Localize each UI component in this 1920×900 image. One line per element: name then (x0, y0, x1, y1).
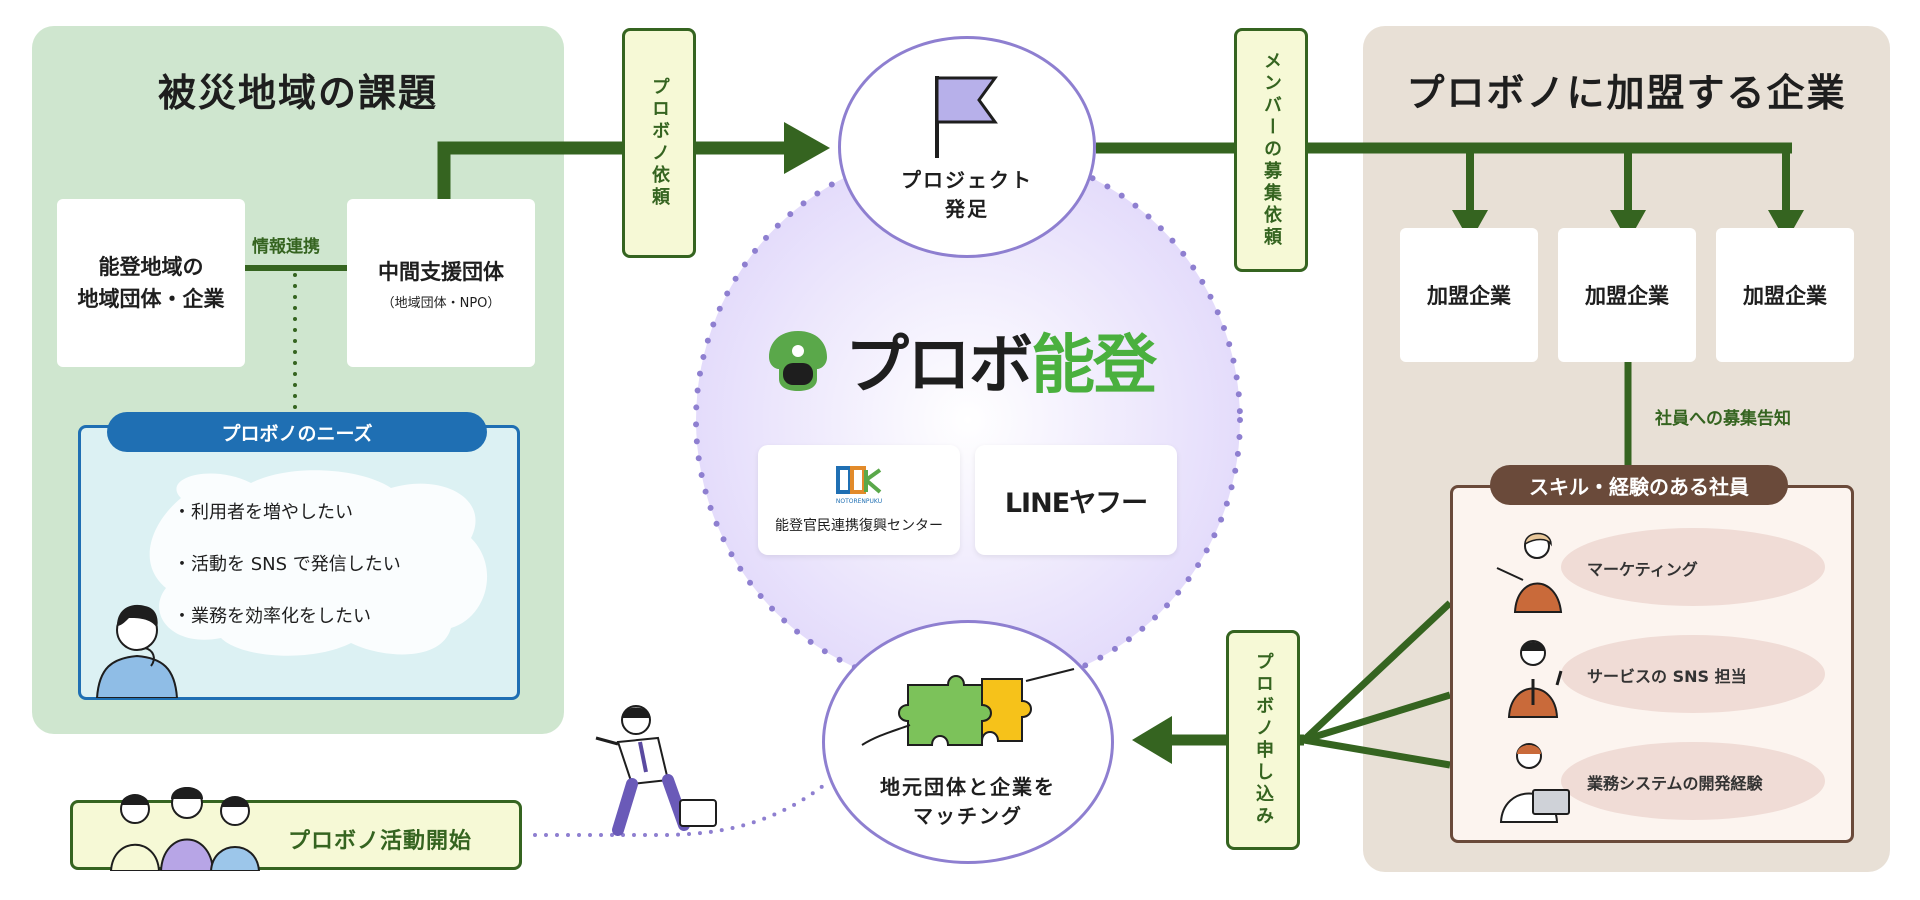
skill-item-3: 業務システムの開発経験 (1587, 774, 1763, 793)
skill-blob-3 (1561, 742, 1825, 820)
brand-kana: プロボ (845, 329, 1033, 403)
request-label: プロボノ依頼 (622, 28, 696, 258)
company-arrow-1 (1452, 210, 1488, 242)
project-circle: プロジェクト 発足 (838, 36, 1096, 258)
flag-icon (935, 76, 998, 158)
skills-box: マーケティング サービスの SNS 担当 業務システムの開発経験 (1450, 485, 1854, 843)
skill-item-1: マーケティング (1587, 560, 1698, 579)
company-arrow-2 (1610, 210, 1646, 242)
notorenpuku-caption: 能登官民連携復興センター (775, 517, 943, 534)
member-company-1: 加盟企業 (1400, 228, 1538, 362)
lineyahoo-logo: LINEヤフー (1004, 487, 1148, 519)
intermediary-box: 中間支援団体 （地域団体・NPO） (347, 199, 535, 367)
project-line1: プロジェクト (901, 168, 1033, 192)
local-orgs-line1: 能登地域の (98, 255, 204, 279)
start-box: プロボノ活動開始 (70, 787, 522, 871)
left-panel-title: 被災地域の課題 (157, 71, 438, 115)
intermediary-title: 中間支援団体 (378, 259, 504, 284)
intermediary-sub: （地域団体・NPO） (381, 295, 501, 311)
needs-cloud (149, 470, 488, 656)
team-icon (109, 787, 261, 871)
member-company-3: 加盟企業 (1716, 228, 1854, 362)
lineyahoo-logo-card: LINEヤフー (975, 445, 1177, 555)
notorenpuku-mark-text: NOTORENPUKU (835, 497, 883, 505)
local-orgs-box: 能登地域の 地域団体・企業 (57, 199, 245, 367)
local-orgs-line2: 地域団体・企業 (77, 287, 225, 311)
skill-blob-2 (1561, 635, 1825, 713)
right-panel-title: プロボノに加盟する企業 (1406, 71, 1847, 115)
project-line2: 発足 (945, 197, 989, 221)
needs-title: プロボノのニーズ (107, 412, 487, 452)
request-arrow-head (784, 122, 830, 174)
notify-label: 社員への募集告知 (1655, 409, 1791, 429)
apply-label: プロボノ申し込み (1226, 630, 1300, 850)
developer-laptop-icon (1499, 743, 1570, 823)
brand-logo: プロボ 能登 (763, 320, 1183, 403)
mascot-icon (769, 331, 827, 391)
skill-blob-1 (1561, 528, 1825, 606)
sns-man-icon (1507, 640, 1563, 718)
notorenpuku-logo-card: NOTORENPUKU 能登官民連携復興センター (758, 445, 960, 555)
brand-kanji: 能登 (1031, 329, 1157, 403)
skill-item-2: サービスの SNS 担当 (1587, 667, 1747, 686)
needs-item-1: ・利用者を増やしたい (173, 502, 353, 523)
company-arrow-3 (1768, 210, 1804, 242)
matching-line2: マッチング (913, 804, 1023, 828)
matching-circle: 地元団体と企業を マッチング (822, 620, 1114, 864)
needs-box: ・利用者を増やしたい ・活動を SNS で発信したい ・業務を効率化をしたい (78, 425, 520, 700)
marketer-woman-icon (1496, 532, 1563, 613)
member-company-2: 加盟企業 (1558, 228, 1696, 362)
running-businessman-icon (595, 705, 717, 836)
start-label: プロボノ活動開始 (288, 829, 473, 854)
needs-item-3: ・業務を効率化をしたい (173, 606, 371, 627)
skills-title: スキル・経験のある社員 (1490, 465, 1788, 505)
notorenpuku-logo-icon (836, 465, 882, 494)
recruit-label: メンバーの募集依頼 (1234, 28, 1308, 272)
thinking-person-icon (95, 604, 179, 698)
matching-line1: 地元団体と企業を (880, 775, 1056, 799)
info-link-label: 情報連携 (252, 237, 320, 257)
puzzle-icon (861, 668, 1075, 746)
apply-arrow-head (1132, 716, 1172, 764)
needs-item-2: ・活動を SNS で発信したい (173, 554, 401, 575)
